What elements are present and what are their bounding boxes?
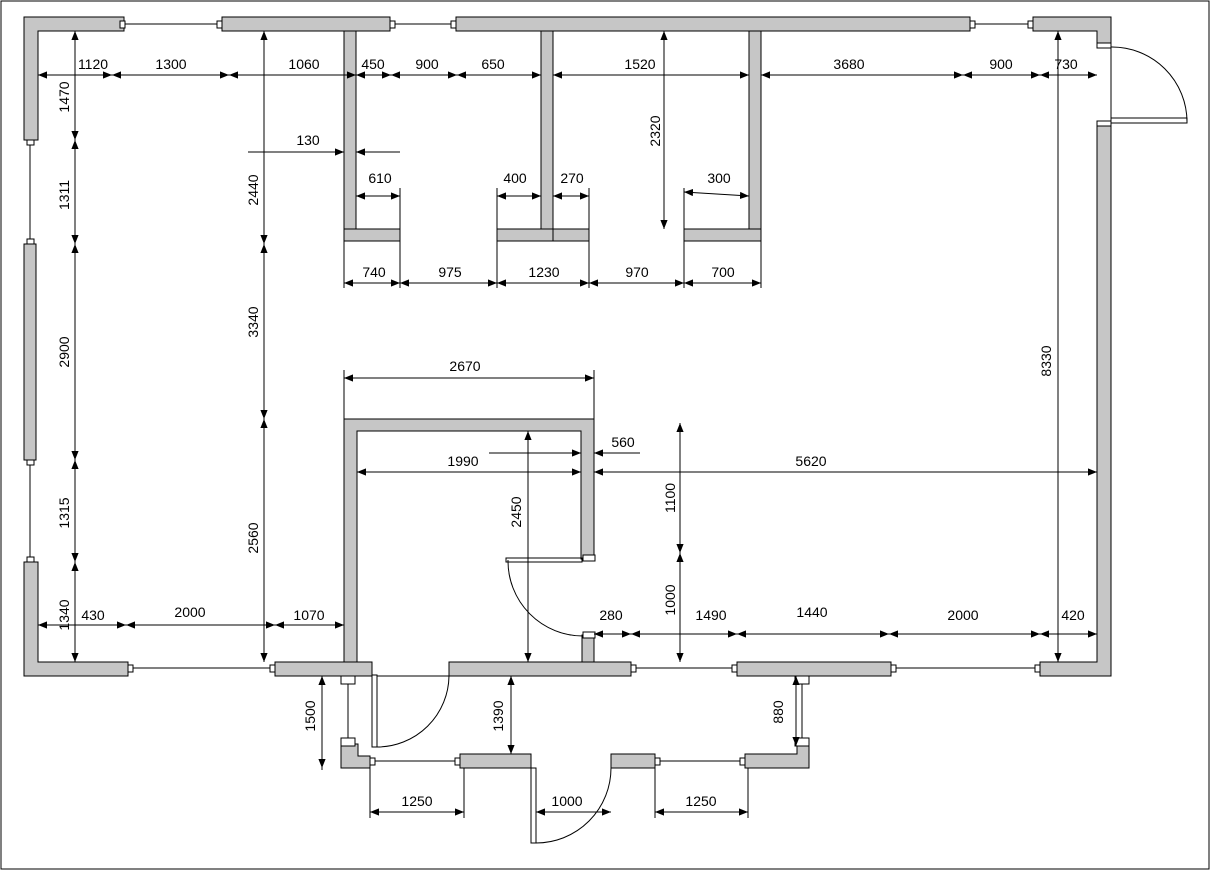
dim-label: 1500 [302, 700, 318, 731]
dim-label: 1250 [401, 793, 432, 809]
dim-label: 1120 [78, 56, 108, 72]
dim-label: 1340 [56, 599, 72, 630]
dimension-lines [38, 31, 1097, 816]
dim-label: 1000 [662, 584, 678, 615]
dim-label: 740 [362, 264, 386, 280]
dim-label: 1490 [695, 607, 726, 623]
dim-label: 1440 [796, 604, 827, 620]
wall-partition-right [748, 30, 762, 242]
wall-bottom-segment-3 [736, 661, 892, 677]
dim-label: 270 [560, 170, 584, 186]
dim-label: 1311 [56, 180, 72, 210]
dim-label: 1315 [56, 497, 72, 528]
wall-porch-segment-2 [610, 753, 656, 769]
dim-label: 420 [1061, 607, 1085, 623]
wall-bottom-left-corner [23, 561, 129, 677]
wall-bottom-segment-2 [448, 661, 632, 677]
dim-label: 975 [438, 264, 462, 280]
dim-label: 880 [770, 700, 786, 724]
dim-label: 610 [368, 170, 392, 186]
dim-label: 700 [711, 264, 735, 280]
dim-label: 2440 [245, 174, 261, 205]
dim-label: 5620 [795, 453, 826, 469]
dim-label: 2320 [647, 115, 663, 146]
wall-stub-4 [683, 228, 762, 242]
dim-label: 1300 [155, 56, 186, 72]
dim-label: 1060 [288, 56, 319, 72]
dim-label: 1000 [551, 793, 582, 809]
dim-label: 1250 [685, 793, 716, 809]
dim-label: 3340 [245, 306, 261, 337]
windows [26, 20, 1112, 766]
dim-label: 300 [707, 170, 731, 186]
dim-label: 560 [611, 434, 635, 450]
dim-label: 430 [81, 607, 105, 623]
wall-top-left-corner [23, 16, 125, 141]
wall-bottom-segment-1 [274, 661, 373, 677]
wall-porch-left [340, 743, 371, 769]
dim-label: 2450 [508, 496, 524, 527]
dim-label: 2900 [56, 336, 72, 367]
dim-label: 1520 [624, 56, 655, 72]
wall-porch-segment-1 [459, 753, 532, 769]
dim-label: 2670 [449, 358, 480, 374]
dim-label: 970 [625, 264, 649, 280]
dim-label: 730 [1054, 56, 1078, 72]
doors [371, 46, 1188, 844]
dim-label: 1100 [662, 483, 678, 513]
extension-lines [37, 72, 762, 818]
wall-stub-3 [552, 228, 590, 242]
dim-label: 900 [989, 56, 1013, 72]
wall-left-window-pier [23, 243, 37, 461]
dim-label: 8330 [1038, 345, 1054, 376]
wall-top-segment-1 [221, 16, 391, 32]
dim-label: 1390 [490, 700, 506, 731]
dimension-labels: 1120 1300 1060 450 900 650 1520 3680 900… [56, 56, 1085, 809]
dim-label: 3680 [833, 56, 864, 72]
walls [23, 16, 1112, 769]
dim-label: 1470 [56, 81, 72, 112]
wall-right [1039, 123, 1112, 677]
dim-label: 450 [361, 56, 385, 72]
wall-top-segment-2 [455, 16, 971, 32]
wall-partition-mid [540, 30, 554, 242]
dim-label: 1230 [528, 264, 559, 280]
wall-center-room-stub [581, 634, 595, 663]
dim-label: 130 [296, 132, 320, 148]
wall-stub-1 [343, 228, 401, 242]
wall-porch-right [744, 745, 810, 769]
wall-stub-2 [496, 228, 554, 242]
dim-label: 900 [415, 56, 439, 72]
dim-label: 650 [481, 56, 505, 72]
dimension-line [683, 188, 750, 200]
dim-label: 2560 [245, 522, 261, 553]
dim-label: 2000 [174, 604, 205, 620]
dim-label: 1990 [447, 453, 478, 469]
wall-partition-left [343, 30, 357, 242]
dim-label: 280 [599, 607, 623, 623]
dim-label: 2000 [947, 607, 978, 623]
dim-label: 400 [503, 170, 527, 186]
dim-label: 1070 [293, 607, 324, 623]
